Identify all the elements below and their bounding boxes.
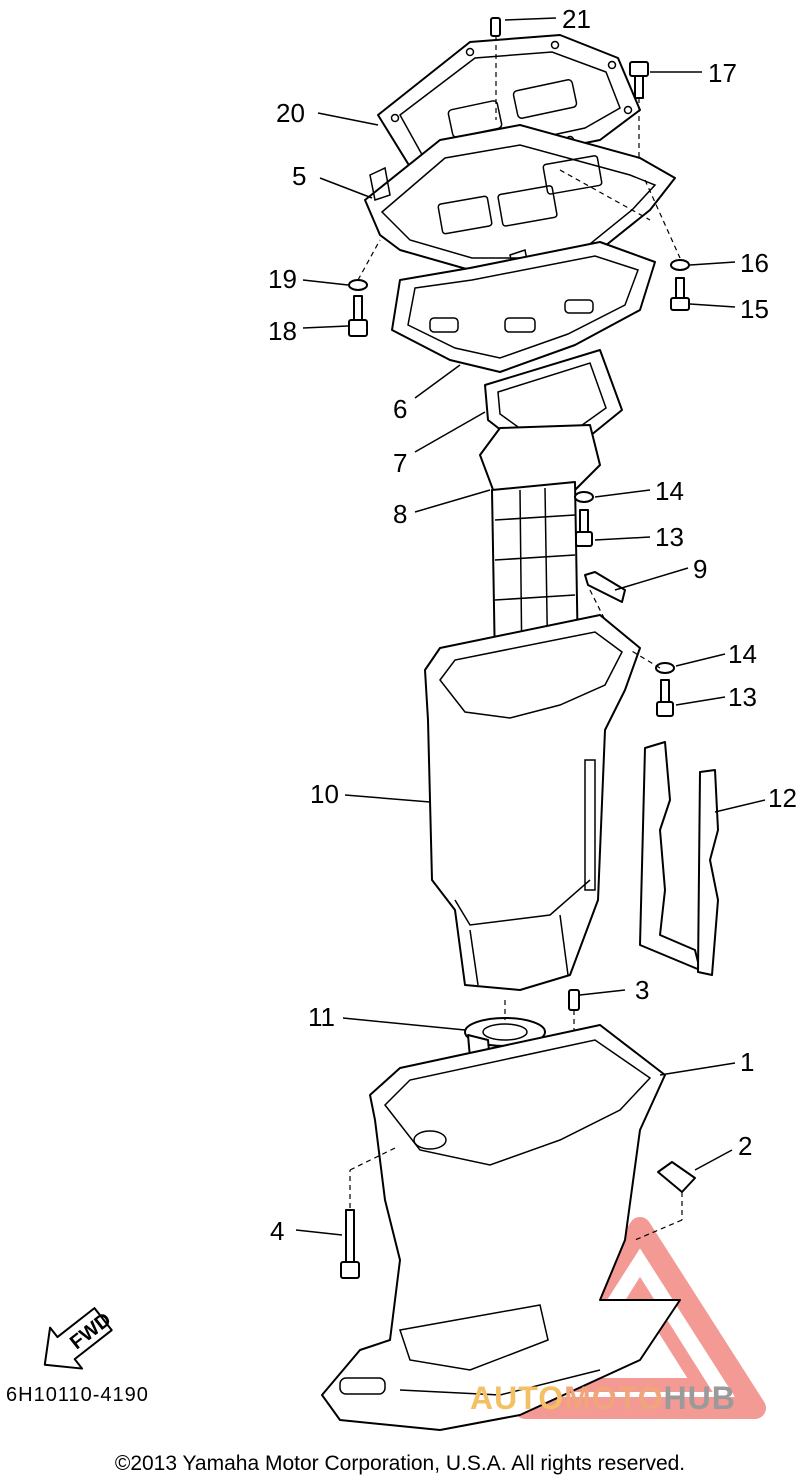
callout-13-lower: 13 [728,682,757,712]
part-11-seal [464,1017,546,1063]
copyright-notice: ©2013 Yamaha Motor Corporation, U.S.A. A… [114,1452,686,1475]
watermark-text: AUTOMOTOHUB [470,1380,736,1417]
callout-6: 6 [393,394,407,424]
part-13-bolt-upper [575,509,593,547]
callout-7: 7 [393,448,407,478]
callout-5: 5 [292,161,306,191]
part-9-clip [584,571,626,603]
callout-9: 9 [693,554,707,584]
part-13-bolt-lower [656,679,674,717]
part-19-washer [348,279,368,291]
part-6-gasket [391,241,656,373]
callout-8: 8 [393,499,407,529]
callout-18: 18 [268,316,297,346]
part-17-bolt [629,61,649,160]
callout-17: 17 [708,58,737,88]
callout-10: 10 [310,779,339,809]
part-14-washer-upper [574,491,594,503]
callout-14-upper: 14 [655,476,684,506]
watermark-hub: HUB [663,1380,736,1416]
fwd-arrow: FWD [43,1307,115,1370]
callout-16: 16 [740,248,769,278]
part-12-seal [639,741,719,976]
part-15-bolt [670,277,690,311]
callout-11: 11 [308,1002,335,1032]
callout-3: 3 [635,975,649,1005]
callout-14-lower: 14 [728,639,757,669]
part-14-washer-lower [655,662,675,674]
callout-1: 1 [740,1047,754,1077]
callout-12: 12 [768,783,797,813]
callout-21: 21 [562,4,591,34]
callout-19: 19 [268,264,297,294]
callout-20: 20 [276,98,305,128]
part-3-dowel-pin [568,989,580,1011]
callout-13-upper: 13 [655,522,684,552]
part-10-upper-casing [424,614,641,991]
part-4-bolt [340,1209,360,1279]
callout-15: 15 [740,294,769,324]
part-18-bolt [348,295,368,337]
diagram-code: 6H10110-4190 [6,1384,149,1406]
watermark-moto: MOTO [564,1380,664,1416]
callout-4: 4 [270,1216,284,1246]
part-21-dowel-pin [490,17,501,37]
callout-2: 2 [738,1131,752,1161]
part-2-plug [657,1161,696,1193]
part-1-lower-casing [321,1024,681,1431]
watermark-auto: AUTO [470,1380,565,1416]
part-16-washer [670,259,690,271]
leader-lines [295,17,766,1236]
